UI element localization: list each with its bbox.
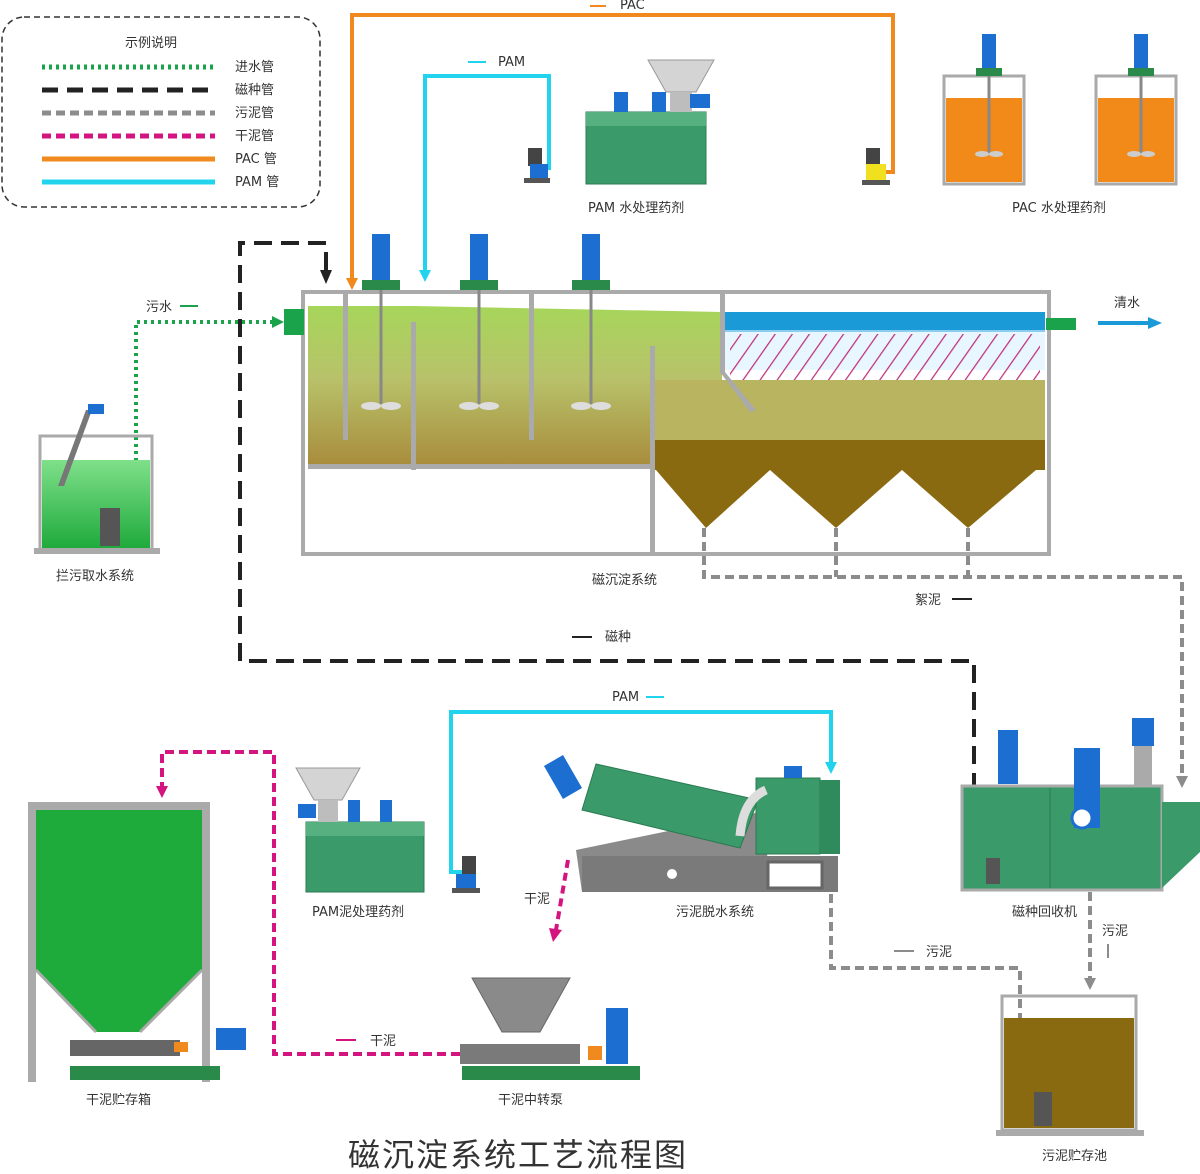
legend: 示例说明 进水管 磁种管 污泥管 干泥管 PAC 管 PAM 管: [1, 16, 321, 208]
dry-storage-label: 干泥贮存箱: [86, 1092, 151, 1108]
sludge-return-pipe: [829, 868, 1022, 1106]
pac-dosing-pump: [862, 148, 890, 185]
pam-water-prep-unit: [585, 59, 715, 185]
mixer-2: [459, 234, 499, 410]
pam-water-label: PAM 水处理药剂: [588, 201, 684, 216]
mixer-3: [571, 234, 611, 410]
mag-sed-label: 磁沉淀系统: [592, 573, 657, 588]
dry-mud-pipe-arrowhead: [156, 786, 168, 798]
sludge-bottom-label: 污泥: [926, 945, 952, 960]
pam-mud-dosing-pump: [452, 856, 480, 893]
dry-storage-box: [28, 802, 246, 1082]
dewater-label: 污泥脱水系统: [676, 905, 754, 920]
pac-tank-2: [1094, 34, 1178, 186]
legend-label-sludge: 污泥管: [235, 106, 274, 121]
pac-pipe: [350, 13, 895, 282]
legend-frame: [1, 16, 321, 208]
sludge-pool: [996, 994, 1144, 1136]
intake-label: 拦污取水系统: [56, 569, 134, 584]
pam-mud-label: PAM泥处理药剂: [312, 905, 404, 920]
mixer-1: [361, 234, 401, 410]
transfer-pump-label: 干泥中转泵: [498, 1093, 563, 1108]
floc-pipe-arrowhead: [1176, 776, 1188, 788]
diagram-title: 磁沉淀系统工艺流程图: [348, 1136, 688, 1174]
transfer-pump: [460, 977, 640, 1080]
legend-label-pam: PAM 管: [235, 175, 279, 190]
sludge-right-label: 污泥: [1102, 924, 1128, 939]
dry-mud-bottom-label: 干泥: [370, 1034, 396, 1049]
legend-label-seed: 磁种管: [235, 83, 274, 98]
legend-label-pac: PAC 管: [235, 152, 277, 167]
dewater-machine: [543, 755, 840, 892]
pam-pipe-bottom: [449, 710, 833, 874]
seed-flow-label: 磁种: [605, 630, 631, 645]
floc-flow-label: 絮泥: [915, 592, 941, 608]
pac-tank-1: [942, 34, 1026, 186]
pac-water-label: PAC 水处理药剂: [1012, 201, 1106, 216]
pam-bottom-flow-label: PAM: [612, 690, 639, 705]
pam-pipe-top-arrowhead: [419, 270, 431, 282]
dry-mud-drop-arrowhead: [549, 928, 562, 942]
inlet-pipe-arrowhead: [272, 316, 284, 328]
clear-water-label: 清水: [1114, 296, 1140, 311]
pam-water-dosing-pump: [524, 148, 550, 183]
seed-pipe: [238, 241, 976, 872]
inlet-flow-label: 污水: [146, 300, 172, 315]
sludge-down-arrowhead: [1084, 978, 1096, 990]
mag-sed-tank: [284, 290, 1076, 556]
mag-recovery-label: 磁种回收机: [1012, 905, 1077, 920]
dry-mud-drop: [554, 859, 570, 931]
legend-label-inlet: 进水管: [235, 60, 274, 75]
mag-recovery-machine: [960, 718, 1200, 892]
legend-heading: 示例说明: [125, 36, 177, 51]
pam-top-flow-label: PAM: [498, 55, 525, 70]
clear-water-arrowhead: [1148, 317, 1162, 329]
floc-pipe: [702, 528, 1184, 776]
pac-pipe-arrowhead: [346, 278, 358, 290]
legend-label-dry: 干泥管: [235, 129, 274, 144]
intake-system: [34, 404, 160, 554]
pac-flow-label: PAC: [620, 0, 645, 13]
dry-mud-mid-label: 干泥: [524, 892, 550, 907]
seed-pipe-arrowhead: [320, 270, 332, 284]
sludge-pool-label: 污泥贮存池: [1042, 1149, 1107, 1164]
pam-mud-prep-unit: [295, 767, 425, 893]
pam-pipe-bottom-arrowhead: [825, 762, 837, 774]
